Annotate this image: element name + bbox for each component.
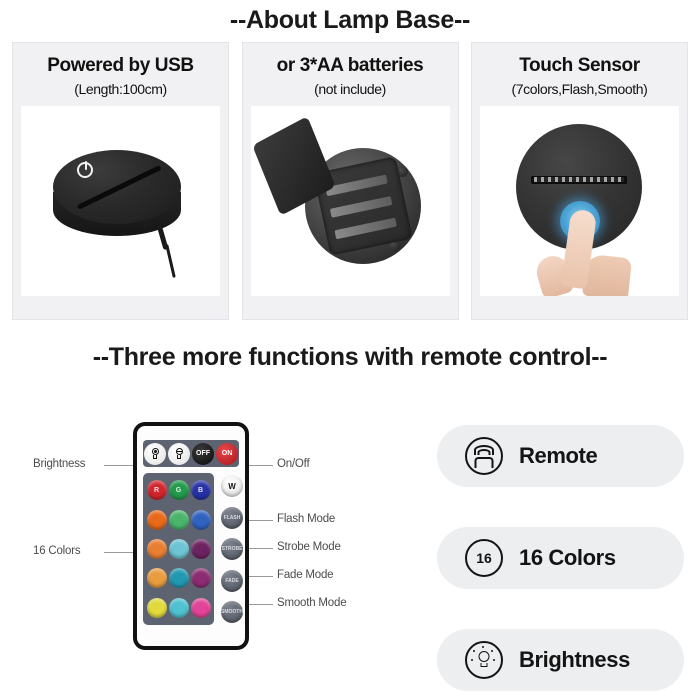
mode-button-smooth[interactable]: SMOOTH [221,601,243,623]
remote-signal-icon [465,437,503,475]
color-button-15[interactable] [190,597,211,618]
white-color-button[interactable]: W [221,475,243,497]
brightness-bulb-icon [465,641,503,679]
lamp-base-panels: Powered by USB (Length:100cm) or 3*AA ba… [12,42,688,320]
color-button-1[interactable]: R [146,480,167,501]
feature-pill-brightness[interactable]: Brightness [437,629,684,691]
brightness-down-icon [175,448,184,459]
lamp-base-touch-photo [480,105,679,296]
color-button-3[interactable]: B [190,480,211,501]
battery-contact [329,195,392,218]
color-button-8[interactable] [168,538,189,559]
leader-line [104,465,136,466]
remote-control[interactable]: OFF ON R G B W FLASH STROBE FADE SMOOTH [133,422,249,650]
callout-fade-mode: Fade Mode [277,569,334,581]
power-on-button[interactable]: ON [216,442,238,465]
panel-powered-by-usb: Powered by USB (Length:100cm) [12,42,229,320]
panel-subtitle: (7colors,Flash,Smooth) [511,80,648,97]
color-button-4[interactable] [146,509,167,530]
mode-button-label: STROBE [221,546,243,552]
remote-top-button-row: OFF ON [143,440,239,467]
power-symbol-icon [77,160,93,178]
page-title-remote-functions: --Three more functions with remote contr… [92,343,608,371]
leader-line [249,465,273,466]
usb-cable [165,243,176,278]
color-button-label: B [197,486,204,494]
mode-button-strobe[interactable]: STROBE [221,538,243,560]
mode-button-label: FLASH [223,514,241,521]
sixteen-badge-text: 16 [476,550,492,566]
brightness-up-icon [151,448,160,459]
acrylic-slot [531,175,627,184]
color-button-14[interactable] [168,597,189,618]
color-button-7[interactable] [146,538,167,559]
sixteen-circle-icon: 16 [465,539,503,577]
feature-pill-remote[interactable]: Remote [437,425,684,487]
panel-title: Powered by USB [47,55,194,76]
mode-button-flash[interactable]: FLASH [221,506,243,529]
color-button-label: R [153,486,160,494]
panel-aa-batteries: or 3*AA batteries (not include) [241,42,459,320]
mode-button-column: W FLASH STROBE FADE SMOOTH [217,473,247,625]
leader-line [249,548,273,549]
color-button-2[interactable]: G [168,480,189,501]
mode-button-label: W [228,481,236,491]
panel-touch-sensor: Touch Sensor (7colors,Flash,Smooth) [471,42,688,320]
panel-title: Touch Sensor [519,55,640,76]
brightness-down-button[interactable] [168,442,190,465]
page-title-about-lamp-base: --About Lamp Base-- [229,6,471,34]
feature-label: Remote [519,443,598,468]
lamp-base-battery-photo [250,105,450,296]
panel-subtitle: (not include) [314,80,386,97]
feature-label: Brightness [519,647,630,672]
callout-brightness: Brightness [33,458,86,470]
leader-line [104,552,136,553]
feature-pill-16-colors[interactable]: 16 16 Colors [437,527,684,589]
panel-header: Powered by USB (Length:100cm) [13,43,228,97]
screw-icon [396,165,408,177]
callout-16-colors: 16 Colors [33,545,81,557]
color-button-10[interactable] [146,568,167,589]
panel-subtitle: (Length:100cm) [74,80,167,97]
mode-button-fade[interactable]: FADE [221,569,243,592]
brightness-up-button[interactable] [144,442,166,465]
power-off-button[interactable]: OFF [192,442,214,465]
color-button-label: G [175,486,182,494]
callout-smooth-mode: Smooth Mode [277,597,347,609]
color-button-13[interactable] [146,597,167,618]
lamp-base-usb-photo [21,105,220,296]
callout-flash-mode: Flash Mode [277,513,336,525]
battery-contact [333,217,397,240]
mode-button-label: SMOOTH [221,609,243,615]
color-button-12[interactable] [190,568,211,589]
callout-on-off: On/Off [277,458,310,470]
color-button-6[interactable] [190,509,211,530]
color-button-5[interactable] [168,509,189,530]
leader-line [249,520,273,521]
battery-contact [324,174,388,197]
screw-icon [388,239,400,251]
leader-line [249,576,273,577]
remote-control-section: Brightness 16 Colors On/Off Flash Mode S… [0,388,700,691]
color-button-9[interactable] [190,538,211,559]
panel-title: or 3*AA batteries [276,55,424,76]
panel-header: or 3*AA batteries (not include) [242,43,458,97]
leader-line [249,604,273,605]
panel-header: Touch Sensor (7colors,Flash,Smooth) [472,43,687,97]
callout-strobe-mode: Strobe Mode [277,541,341,553]
feature-label: 16 Colors [519,545,616,570]
mode-button-label: FADE [225,577,239,584]
color-button-11[interactable] [168,568,189,589]
